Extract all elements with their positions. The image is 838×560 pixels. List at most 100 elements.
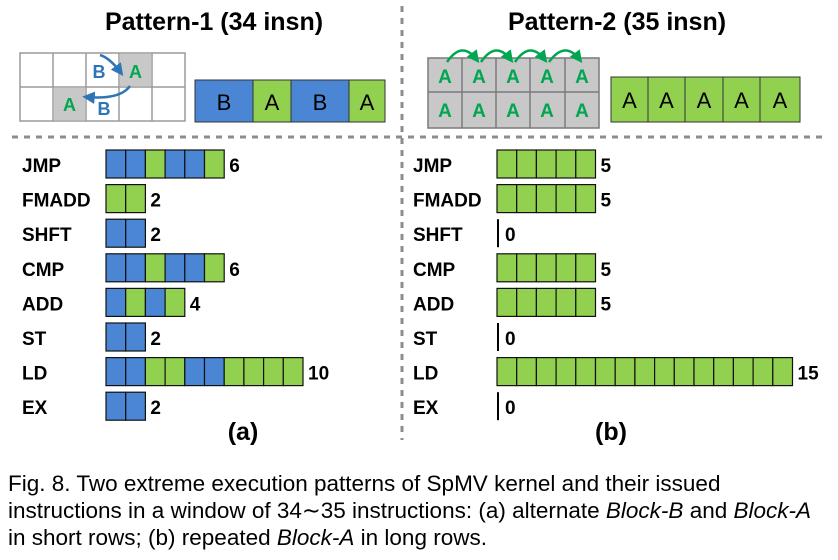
panel-a-bar-add-segment-4 [164,287,186,317]
panel-b-bar-ld-segment-6 [594,357,616,387]
panel-a-bar-jmp-segment-2 [125,149,146,179]
panel-b-bar-cmp-segment-2 [516,253,538,283]
panel-a-bar-st-segment-2 [125,322,146,352]
panel-a-bar-ld-segment-2 [125,357,146,387]
sequence-label-1: A [622,88,637,113]
panel-b-bar-fmadd-segment-4 [555,184,577,214]
panel-a-category-label-jmp: JMP [22,156,61,177]
grid-block-a-top [120,54,151,86]
panel-b-bar-ld-segment-15 [772,357,794,387]
panel-a-value-label-ld: 10 [308,364,329,385]
grid-label-a: A [575,101,589,122]
panel-b-category-label-shft: SHFT [413,225,463,246]
panel-b-bar-fmadd-segment-2 [516,184,538,214]
panel-a-bar-ex-segment-1 [105,391,127,421]
panel-a-bar-cmp-segment-3 [144,253,166,283]
caption-emphasis-1: Block-B [605,498,684,523]
panel-b-bar-ld-segment-5 [575,357,597,387]
sequence-label-5: A [773,88,788,113]
panel-b-bar-jmp-segment-2 [516,149,538,179]
grid-label-a: A [506,67,520,88]
panel-b-bar-jmp-segment-1 [496,149,518,179]
panel-a-category-label-add: ADD [22,294,63,315]
panel-a-title: Pattern-1 (34 insn) [105,8,323,36]
panel-b-category-label-fmadd: FMADD [413,191,482,212]
panel-a-bar-jmp-segment-4 [164,149,186,179]
panel-a-sequence: B A B A [194,79,386,123]
arrow-a-to-b-icon [82,85,132,104]
panel-a-bar-add-segment-1 [105,287,127,317]
grid-label-a-bottom: A [63,95,76,115]
grid-label-a: A [575,67,589,88]
panel-a-category-label-ex: EX [22,398,48,419]
panel-b-bar-ld-segment-10 [673,357,695,387]
grid-label-a: A [472,67,486,88]
sequence-label-1: B [217,90,232,115]
panel-b-bar-ld-segment-7 [614,357,636,387]
grid-label-a: A [540,67,554,88]
panel-b-bar-jmp-segment-5 [575,149,597,179]
panel-a-bar-jmp-segment-5 [184,149,206,179]
panel-b-label: (b) [595,418,627,446]
panel-b-bar-ld-segment-13 [732,357,754,387]
panel-a-value-label-ex: 2 [150,398,161,419]
panel-b-value-label-shft: 0 [505,225,516,246]
panel-a-bar-ld-segment-8 [243,357,265,387]
panel-a-category-label-cmp: CMP [22,260,65,281]
grid-label-a: A [540,101,554,122]
panel-b-bar-ld-segment-8 [634,357,656,387]
sequence-label-2: A [265,90,280,115]
panel-a-label: (a) [228,418,259,446]
caption-text-2: and [683,498,734,523]
caption-text-1: Fig. 8. Two extreme execution patterns o… [8,471,721,523]
panel-b-category-label-cmp: CMP [413,260,456,281]
panel-a-bar-fmadd-segment-2 [125,184,146,214]
panel-b-bar-add-segment-4 [555,287,577,317]
panel-a-bar-cmp-segment-5 [184,253,206,283]
panel-a-value-label-shft: 2 [150,225,161,246]
grid-label-a: A [506,101,520,122]
panel-b-value-label-add: 5 [601,294,612,315]
caption-text-3: in short rows; (b) repeated [8,525,277,550]
panel-a-bar-ex-segment-2 [125,391,146,421]
sequence-label-2: A [659,88,674,113]
panel-a-value-label-fmadd: 2 [150,191,161,212]
panel-b-bar-ld-segment-3 [535,357,557,387]
panel-b-grid: A A A A A A A A A A [427,49,600,129]
panel-b-bar-add-segment-1 [496,287,518,317]
panel-b-bar-ld-segment-12 [713,357,735,387]
sequence-label-4: A [734,88,749,113]
grid-label-a: A [438,101,452,122]
panel-a-bar-fmadd-segment-1 [105,184,127,214]
panel-b-value-label-st: 0 [505,329,516,350]
panel-b-bar-ld-segment-11 [693,357,715,387]
panel-b-value-label-cmp: 5 [601,260,612,281]
panel-a-category-label-st: ST [22,329,47,350]
panel-a-category-label-shft: SHFT [22,225,72,246]
panel-b-bar-cmp-segment-5 [575,253,597,283]
panel-b-bar-jmp-segment-3 [535,149,557,179]
panel-a-bar-cmp-segment-6 [203,253,225,283]
panel-a-bar-ld-segment-4 [164,357,186,387]
panel-a-category-label-fmadd: FMADD [22,191,91,212]
panel-b-bar-cmp-segment-1 [496,253,518,283]
panel-b-bar-cmp-segment-3 [535,253,557,283]
arrow-b-to-a-icon [99,53,124,77]
panel-b-bar-cmp-segment-4 [555,253,577,283]
sequence-label-3: A [697,88,712,113]
panel-b-bar-ld-segment-14 [752,357,774,387]
panel-a-bar-add-segment-2 [125,287,146,317]
panel-a-bar-ld-segment-1 [105,357,127,387]
panel-b-bar-ld-segment-1 [496,357,518,387]
panel-b-category-label-st: ST [413,329,438,350]
panel-a-value-label-jmp: 6 [229,156,240,177]
grid-label-b-bottom: B [98,99,111,119]
panel-b-sequence: A A A A A [610,76,801,123]
panel-a-bar-ld-segment-9 [263,357,284,387]
panel-a-bar-jmp-segment-6 [203,149,225,179]
grid-label-a: A [438,67,452,88]
panel-a-category-label-ld: LD [22,364,47,385]
panel-b-category-label-jmp: JMP [413,156,452,177]
caption-emphasis-3: Block-A [276,525,355,550]
